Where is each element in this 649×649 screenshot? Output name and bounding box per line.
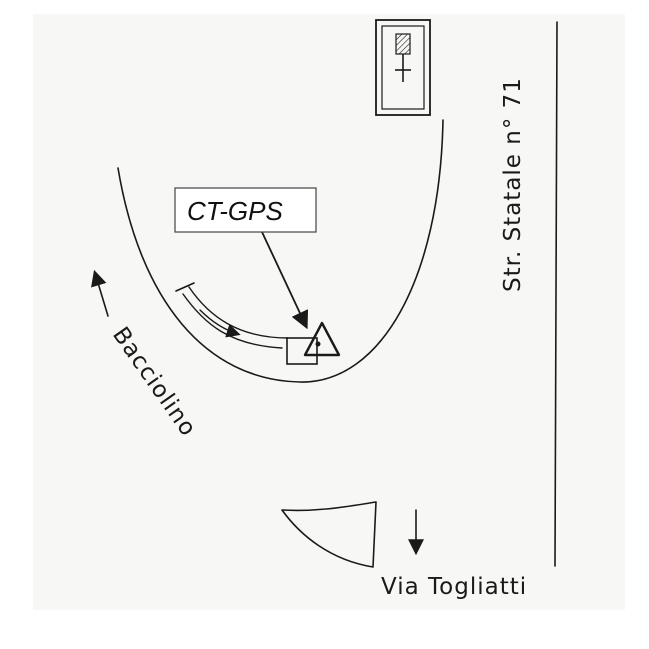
via-togliatti-label: Via Togliatti [381,574,527,600]
cemetery-icon [375,19,431,116]
site-label: CT-GPS [187,196,283,226]
access-road-outer [182,293,283,349]
bacciolino-arrow [91,269,109,317]
label-pointer-arrow [261,231,309,330]
access-road-cap [175,282,195,292]
hairpin-road-curve [117,119,444,383]
main-road-label: Str. Statale n° 71 [500,77,526,292]
main-road-line [554,21,558,567]
access-direction-arrow [199,309,241,338]
site-label-box: CT-GPS [174,187,317,233]
wedge-lot [281,501,377,568]
station-box [286,337,318,365]
gps-triangle-icon [303,321,341,357]
paper-background [33,14,625,610]
